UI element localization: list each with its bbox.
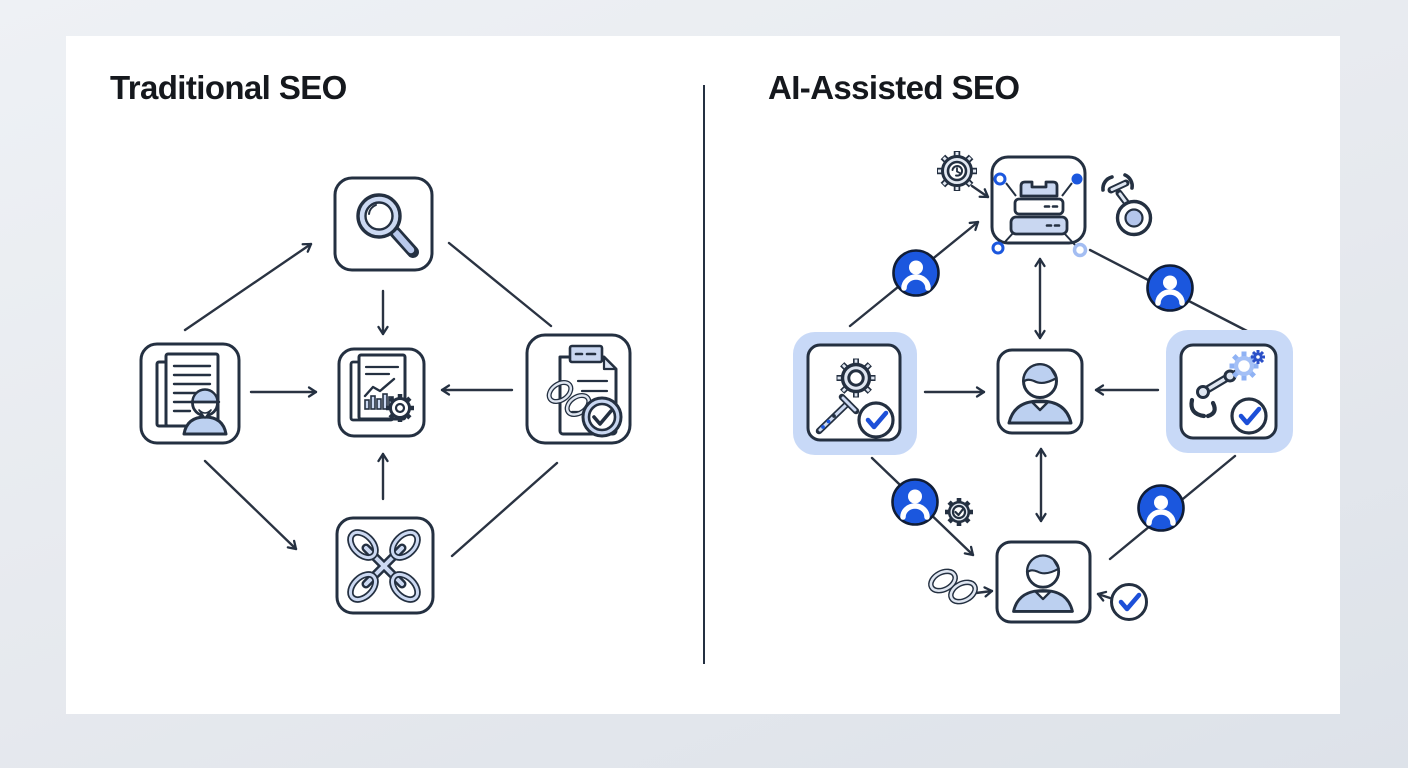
node-content-writing bbox=[139, 342, 241, 445]
line-audit-to-links bbox=[450, 461, 559, 558]
user-badge-icon bbox=[1148, 266, 1193, 311]
node-human-editor bbox=[995, 540, 1092, 624]
small-blue-gear-icon bbox=[1251, 350, 1265, 364]
user-badge-icon bbox=[893, 480, 938, 525]
ai-assisted-seo-diagram bbox=[793, 151, 1293, 624]
arrow-check-to-editor bbox=[1096, 590, 1112, 602]
ai-server-icon bbox=[991, 172, 1088, 258]
gear-caliper-check-icon bbox=[815, 358, 895, 439]
arrow-gear-to-server bbox=[970, 184, 990, 199]
report-chart-gear-icon bbox=[349, 353, 414, 422]
arrow-chain-to-editor bbox=[974, 586, 994, 598]
node-link-audit bbox=[525, 333, 632, 445]
node-analytics-report bbox=[337, 347, 426, 438]
caliper-icon bbox=[815, 393, 860, 435]
traditional-seo-title: Traditional SEO bbox=[110, 69, 347, 106]
gear-clock-icon bbox=[937, 151, 977, 191]
line-search-to-audit bbox=[447, 241, 553, 328]
node-robotic-automation bbox=[1166, 330, 1293, 453]
gear-icon bbox=[386, 394, 414, 422]
gear-check-icon bbox=[945, 498, 973, 526]
robot-arm-gear-check-icon bbox=[1189, 350, 1268, 435]
chain-links-icon bbox=[546, 379, 592, 418]
arrow-content-to-search bbox=[183, 242, 313, 332]
user-badge-icon bbox=[1139, 486, 1184, 531]
traditional-seo-diagram bbox=[139, 176, 632, 615]
arrow-content-to-links bbox=[203, 459, 298, 551]
ai-assisted-seo-title: AI-Assisted SEO bbox=[768, 69, 1020, 106]
documents-writer-icon bbox=[155, 352, 228, 436]
crossed-chain-links-icon bbox=[347, 529, 421, 603]
node-backlinks bbox=[335, 516, 435, 615]
robot-arm-icon bbox=[1101, 173, 1153, 237]
node-keyword-search bbox=[333, 176, 434, 272]
check-badge-icon bbox=[581, 396, 623, 438]
node-human-reviewer bbox=[996, 348, 1084, 435]
chain-link-icon bbox=[928, 568, 978, 605]
user-badge-icon bbox=[894, 251, 939, 296]
clipboard-links-check-icon bbox=[546, 344, 623, 438]
magnifier-icon bbox=[356, 193, 419, 258]
node-ai-data-server bbox=[990, 155, 1088, 258]
check-circle-icon bbox=[1230, 397, 1268, 435]
check-circle-icon bbox=[857, 401, 895, 439]
check-badge-icon bbox=[1110, 583, 1148, 621]
node-automated-tools bbox=[793, 332, 917, 455]
